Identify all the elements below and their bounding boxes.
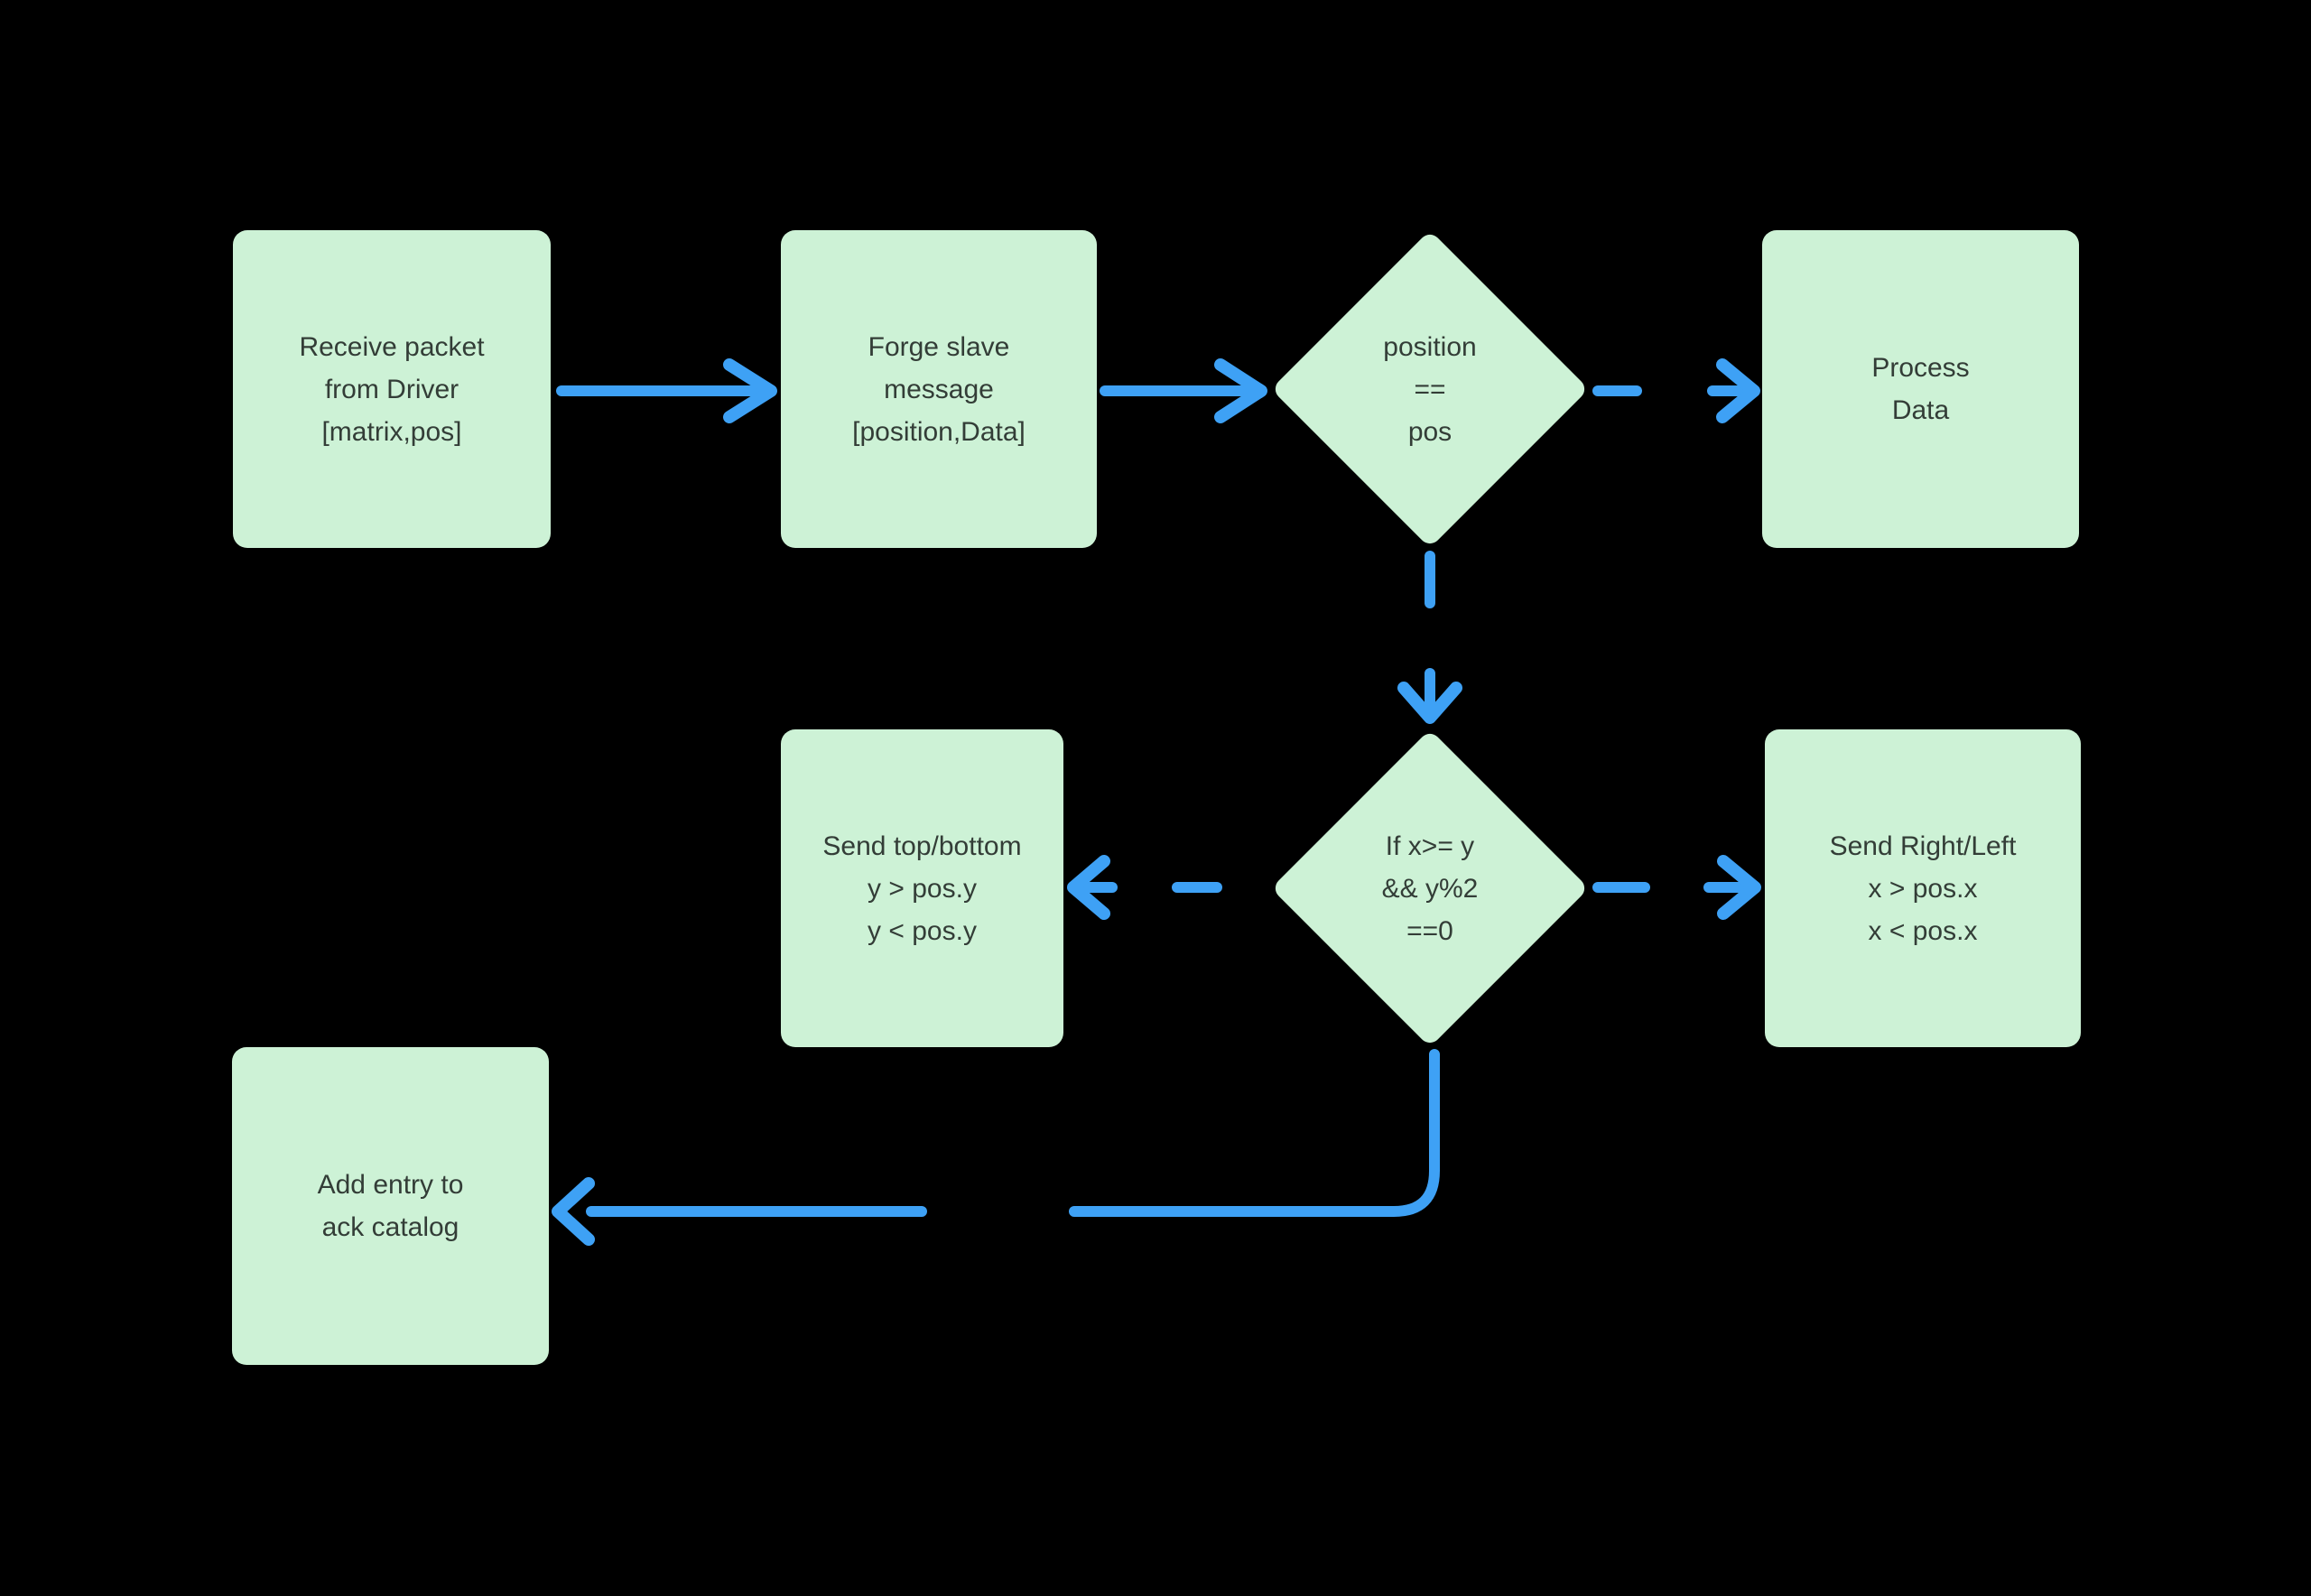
node-process-data-label: Process Data [1871,353,1970,425]
node-send-right-left-label: Send Right/Left x > pos.x x < pos.x [1829,830,2017,946]
node-send-top-bottom-label: Send top/bottom y > pos.y y < pos.y [822,830,1022,946]
edge-position-check-to-xy-check[interactable] [1397,551,1462,724]
edge-xy-check-to-add-entry[interactable] [552,1049,1440,1246]
node-forge-slave-message-label: Forge slave message [position,Data] [852,331,1026,447]
node-xy-check[interactable]: If x>= y && y%2 ==0 [1270,728,1590,1048]
node-send-right-left[interactable]: Send Right/Left x > pos.x x < pos.x [1765,729,2081,1047]
edge-position-check-to-process-data[interactable] [1592,358,1760,423]
node-send-top-bottom[interactable]: Send top/bottom y > pos.y y < pos.y [781,729,1063,1047]
edge-xy-check-to-send-top-bottom[interactable] [1067,855,1222,920]
node-forge-slave-message[interactable]: Forge slave message [position,Data] [781,230,1097,548]
node-receive-packet[interactable]: Receive packet from Driver [matrix,pos] [233,230,551,548]
diamond-shape [1270,728,1590,1048]
diamond-shape [1270,229,1590,549]
edge-receive-to-forge[interactable] [556,358,777,423]
node-process-data[interactable]: Process Data [1762,230,2079,548]
node-position-check[interactable]: position == pos [1270,229,1590,549]
edge-forge-to-position-check[interactable] [1100,358,1267,423]
node-add-entry-ack-catalog[interactable]: Add entry to ack catalog [232,1047,549,1365]
node-add-entry-ack-catalog-label: Add entry to ack catalog [317,1170,464,1242]
edge-xy-check-to-send-right-left[interactable] [1592,855,1761,920]
node-receive-packet-label: Receive packet from Driver [matrix,pos] [299,331,485,447]
